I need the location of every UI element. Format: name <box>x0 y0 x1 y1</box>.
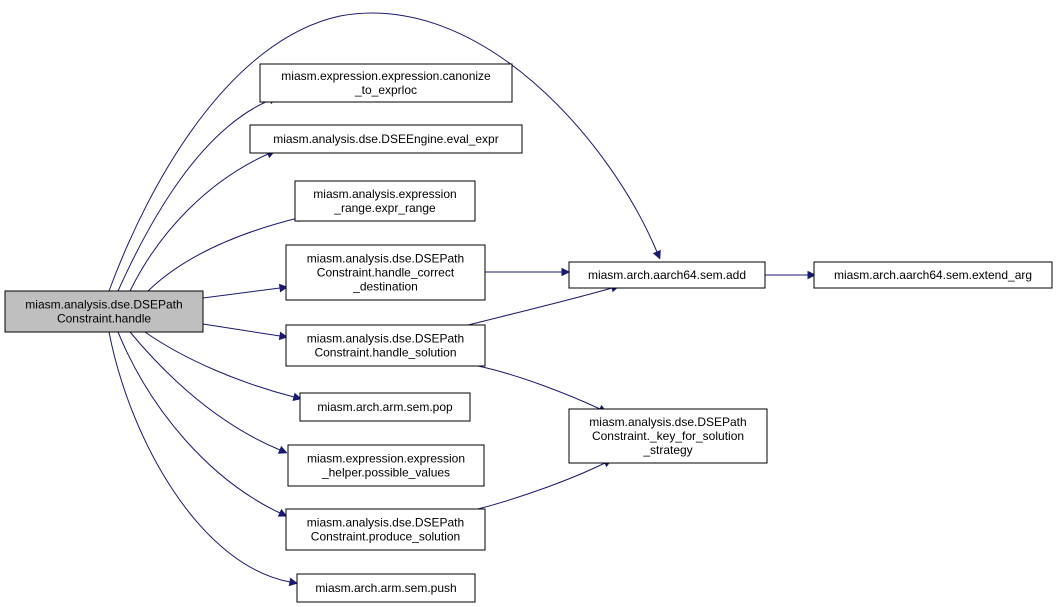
node-box[interactable] <box>294 180 476 222</box>
node-produce-solution[interactable]: miasm.analysis.dse.DSEPathConstraint.pro… <box>285 508 486 551</box>
node-canonize[interactable]: miasm.expression.expression.canonize_to_… <box>259 63 513 103</box>
edge-handle-to-handle_solution <box>202 323 289 341</box>
node-box[interactable] <box>568 408 768 464</box>
node-label-line: Constraint.handle_solution <box>314 346 456 360</box>
node-label-line: _to_exprloc <box>354 83 417 97</box>
node-label-line: Constraint.produce_solution <box>311 530 460 544</box>
nodes-layer: miasm.analysis.dse.DSEPathConstraint.han… <box>4 63 1053 603</box>
edge-handle-to-produce_solution <box>117 331 288 517</box>
node-box[interactable] <box>813 261 1053 289</box>
node-label-line: miasm.arch.aarch64.sem.add <box>588 268 746 282</box>
node-push[interactable]: miasm.arch.arm.sem.push <box>296 573 476 603</box>
node-box[interactable] <box>285 244 486 301</box>
arrowhead-icon <box>561 267 571 277</box>
node-handle-correct-destination[interactable]: miasm.analysis.dse.DSEPathConstraint.han… <box>285 244 486 301</box>
edge-handle-to-expr_range <box>147 213 306 292</box>
edge-line <box>477 365 601 410</box>
node-eval-expr[interactable]: miasm.analysis.dse.DSEEngine.eval_expr <box>249 124 523 154</box>
node-box[interactable] <box>285 324 486 367</box>
edge-produce_solution-to-key_for_solution_strategy <box>477 459 613 510</box>
node-label-line: _range.expr_range <box>333 201 436 215</box>
arrowhead-icon <box>652 249 661 260</box>
edge-handle_solution-to-sem_add <box>467 283 620 326</box>
edge-handle-to-push <box>108 331 298 587</box>
edge-line <box>202 323 281 337</box>
node-label-line: miasm.arch.aarch64.sem.extend_arg <box>834 268 1032 282</box>
node-handle-solution[interactable]: miasm.analysis.dse.DSEPathConstraint.han… <box>285 324 486 367</box>
node-pop[interactable]: miasm.arch.arm.sem.pop <box>299 392 471 422</box>
node-label-line: _destination <box>352 280 418 294</box>
node-label-line: miasm.expression.expression <box>307 452 465 466</box>
node-box[interactable] <box>4 290 204 333</box>
node-label-line: miasm.analysis.dse.DSEPath <box>589 415 746 429</box>
arrowhead-icon <box>288 577 298 587</box>
arrowhead-icon <box>278 283 289 293</box>
arrowhead-icon <box>278 331 289 341</box>
edge-handle-to-eval_expr <box>129 150 276 292</box>
node-box[interactable] <box>296 573 476 603</box>
node-label-line: miasm.analysis.dse.DSEEngine.eval_expr <box>273 132 498 146</box>
arrowhead-icon <box>277 508 288 517</box>
node-label-line: miasm.arch.arm.sem.pop <box>317 400 453 414</box>
node-label-line: miasm.expression.expression.canonize <box>281 69 491 83</box>
node-label-line: Constraint.handle <box>57 312 151 326</box>
edge-handle_solution-to-key_for_solution_strategy <box>477 365 608 413</box>
edge-line <box>144 331 295 398</box>
edge-line <box>108 12 658 292</box>
edge-handle-to-sem_add <box>108 12 661 292</box>
edge-line <box>129 153 269 292</box>
node-expr-range[interactable]: miasm.analysis.expression_range.expr_ran… <box>294 180 476 222</box>
edge-line <box>129 331 281 451</box>
node-box[interactable] <box>299 392 471 422</box>
arrowhead-icon <box>807 270 817 280</box>
node-label-line: miasm.analysis.expression <box>313 187 456 201</box>
edge-line <box>477 462 606 510</box>
edge-sem_add-to-extend_arg <box>765 270 817 280</box>
node-sem-add[interactable]: miasm.arch.aarch64.sem.add <box>568 261 766 289</box>
node-label-line: _helper.possible_values <box>321 466 450 480</box>
node-label-line: Constraint._key_for_solution <box>592 429 744 443</box>
arrowhead-icon <box>292 392 302 402</box>
node-box[interactable] <box>287 444 485 487</box>
node-label-line: Constraint.handle_correct <box>317 266 455 280</box>
node-label-line: miasm.analysis.dse.DSEPath <box>25 298 182 312</box>
node-possible-values[interactable]: miasm.expression.expression_helper.possi… <box>287 444 485 487</box>
node-label-line: miasm.arch.arm.sem.push <box>315 581 456 595</box>
node-extend-arg[interactable]: miasm.arch.aarch64.sem.extend_arg <box>813 261 1053 289</box>
node-label-line: miasm.analysis.dse.DSEPath <box>307 332 464 346</box>
node-box[interactable] <box>259 63 513 103</box>
arrowhead-icon <box>277 445 288 454</box>
edge-line <box>117 99 271 292</box>
node-label-line: miasm.analysis.dse.DSEPath <box>307 252 464 266</box>
edge-handle_correct_destination-to-sem_add <box>485 267 571 277</box>
node-key-for-solution-strategy[interactable]: miasm.analysis.dse.DSEPathConstraint._ke… <box>568 408 768 464</box>
node-box[interactable] <box>568 261 766 289</box>
edge-line <box>467 287 613 326</box>
edge-handle-to-pop <box>144 331 302 402</box>
node-box[interactable] <box>285 508 486 551</box>
node-handle[interactable]: miasm.analysis.dse.DSEPathConstraint.han… <box>4 290 204 333</box>
edge-line <box>202 287 281 299</box>
edge-line <box>108 331 291 583</box>
edge-line <box>117 331 281 514</box>
node-box[interactable] <box>249 124 523 154</box>
edge-handle-to-possible_values <box>129 331 288 454</box>
node-label-line: miasm.analysis.dse.DSEPath <box>307 516 464 530</box>
edge-handle-to-handle_correct_destination <box>202 283 289 299</box>
node-label-line: _strategy <box>642 443 692 457</box>
edge-line <box>147 217 299 292</box>
